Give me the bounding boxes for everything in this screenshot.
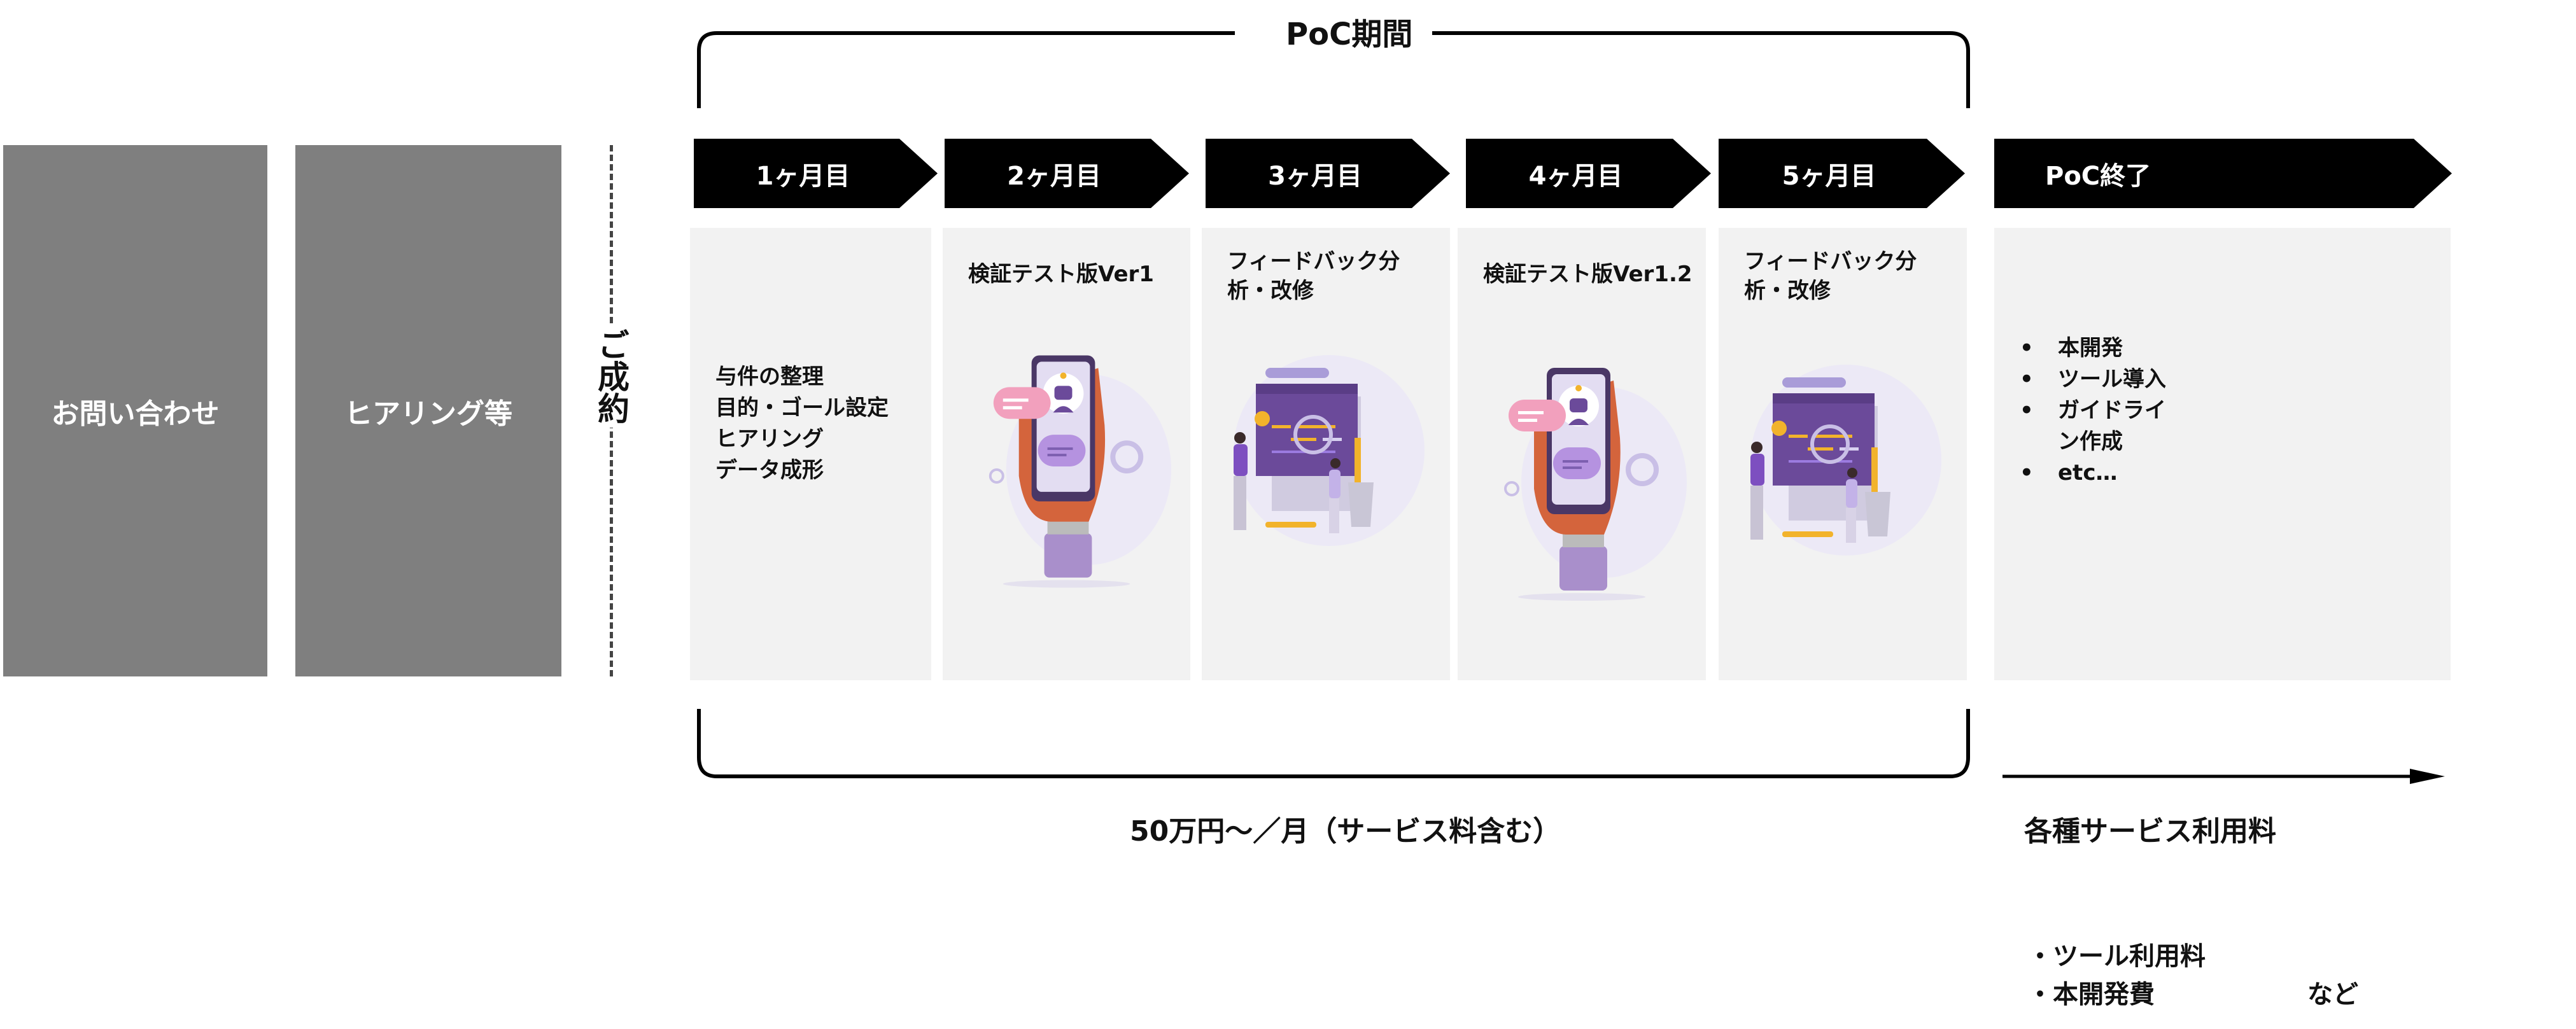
next-step-text: ツール導入 [2058, 367, 2166, 392]
phone-robot-illustration [1458, 361, 1706, 603]
dev-team-svg [1234, 355, 1425, 546]
dev-team-illustration [1202, 349, 1450, 591]
task-item: 与件の整理 [715, 364, 824, 389]
next-step-text: ガイドライン作成 [2058, 398, 2166, 454]
service-fee-item: ・ツール利用料 [2027, 942, 2206, 971]
phase-1-tasks: 与件の整理 目的・ゴール設定 ヒアリング データ成形 [715, 361, 889, 486]
poc-fee-brace [697, 709, 1970, 778]
phase-3-panel: フィードバック分析・改修 [1202, 228, 1450, 680]
phase-3-label: 3ヶ月目 [1268, 161, 1362, 191]
next-step-item: •etc… [2020, 458, 2166, 489]
ongoing-arrow [2002, 769, 2445, 784]
phase-2-title: 検証テスト版Ver1 [968, 262, 1154, 287]
phase-1-panel: 与件の整理 目的・ゴール設定 ヒアリング データ成形 [690, 228, 931, 680]
poc-fee-label: 50万円～／月（サービス料含む） [1130, 815, 1561, 848]
task-item: ヒアリング [715, 426, 824, 452]
phase-1-label: 1ヶ月目 [756, 161, 850, 191]
phase-2-chevron: 2ヶ月目 [945, 139, 1189, 208]
next-step-item: •本開発 [2020, 333, 2166, 364]
step-inquiry-label: お問い合わせ [51, 397, 220, 430]
dev-team-illustration [1719, 358, 1967, 600]
phase-4-title: 検証テスト版Ver1.2 [1483, 262, 1693, 287]
phase-2-panel: 検証テスト版Ver1 [943, 228, 1190, 680]
task-item: 目的・ゴール設定 [715, 395, 889, 421]
poc-end-label: PoC終了 [2045, 161, 2151, 191]
phase-2-label: 2ヶ月目 [1007, 161, 1101, 191]
poc-period-label: PoC期間 [1286, 17, 1413, 52]
next-step-item: •ツール導入 [2020, 364, 2166, 395]
phase-4-panel: 検証テスト版Ver1.2 [1458, 228, 1706, 680]
phase-5-title: フィードバック分析・改修 [1744, 249, 1917, 304]
service-fee-suffix: など [2307, 980, 2358, 1009]
dev-team-svg [1750, 365, 1941, 556]
phase-4-label: 4ヶ月目 [1528, 161, 1623, 191]
contract-label: ご成約 [592, 325, 631, 428]
phase-4-chevron: 4ヶ月目 [1466, 139, 1711, 208]
poc-end-chevron: PoC終了 [1994, 139, 2452, 208]
step-hearing-label: ヒアリング等 [344, 397, 512, 430]
phase-5-label: 5ヶ月目 [1782, 161, 1876, 191]
poc-period-brace [697, 31, 1970, 108]
phone-robot-illustration [943, 349, 1190, 591]
next-step-text: 本開発 [2058, 335, 2123, 361]
phase-5-chevron: 5ヶ月目 [1719, 139, 1965, 208]
phase-1-chevron: 1ヶ月目 [694, 139, 938, 208]
next-step-text: etc… [2058, 460, 2118, 486]
next-step-item: •ガイドライン作成 [2020, 395, 2166, 458]
step-hearing: ヒアリング等 [295, 145, 561, 676]
service-fee-title: 各種サービス利用料 [2024, 815, 2276, 848]
phone-robot-svg [1504, 368, 1687, 601]
task-item: データ成形 [715, 458, 824, 483]
phase-5-panel: フィードバック分析・改修 [1719, 228, 1967, 680]
phase-3-title: フィードバック分析・改修 [1227, 249, 1400, 304]
step-inquiry: お問い合わせ [3, 145, 267, 676]
phone-robot-svg [989, 355, 1172, 588]
poc-end-panel: •本開発 •ツール導入 •ガイドライン作成 •etc… [1994, 228, 2451, 680]
poc-end-items: •本開発 •ツール導入 •ガイドライン作成 •etc… [2020, 333, 2166, 489]
service-fee-item: ・本開発費 [2027, 980, 2155, 1009]
phase-3-chevron: 3ヶ月目 [1206, 139, 1450, 208]
